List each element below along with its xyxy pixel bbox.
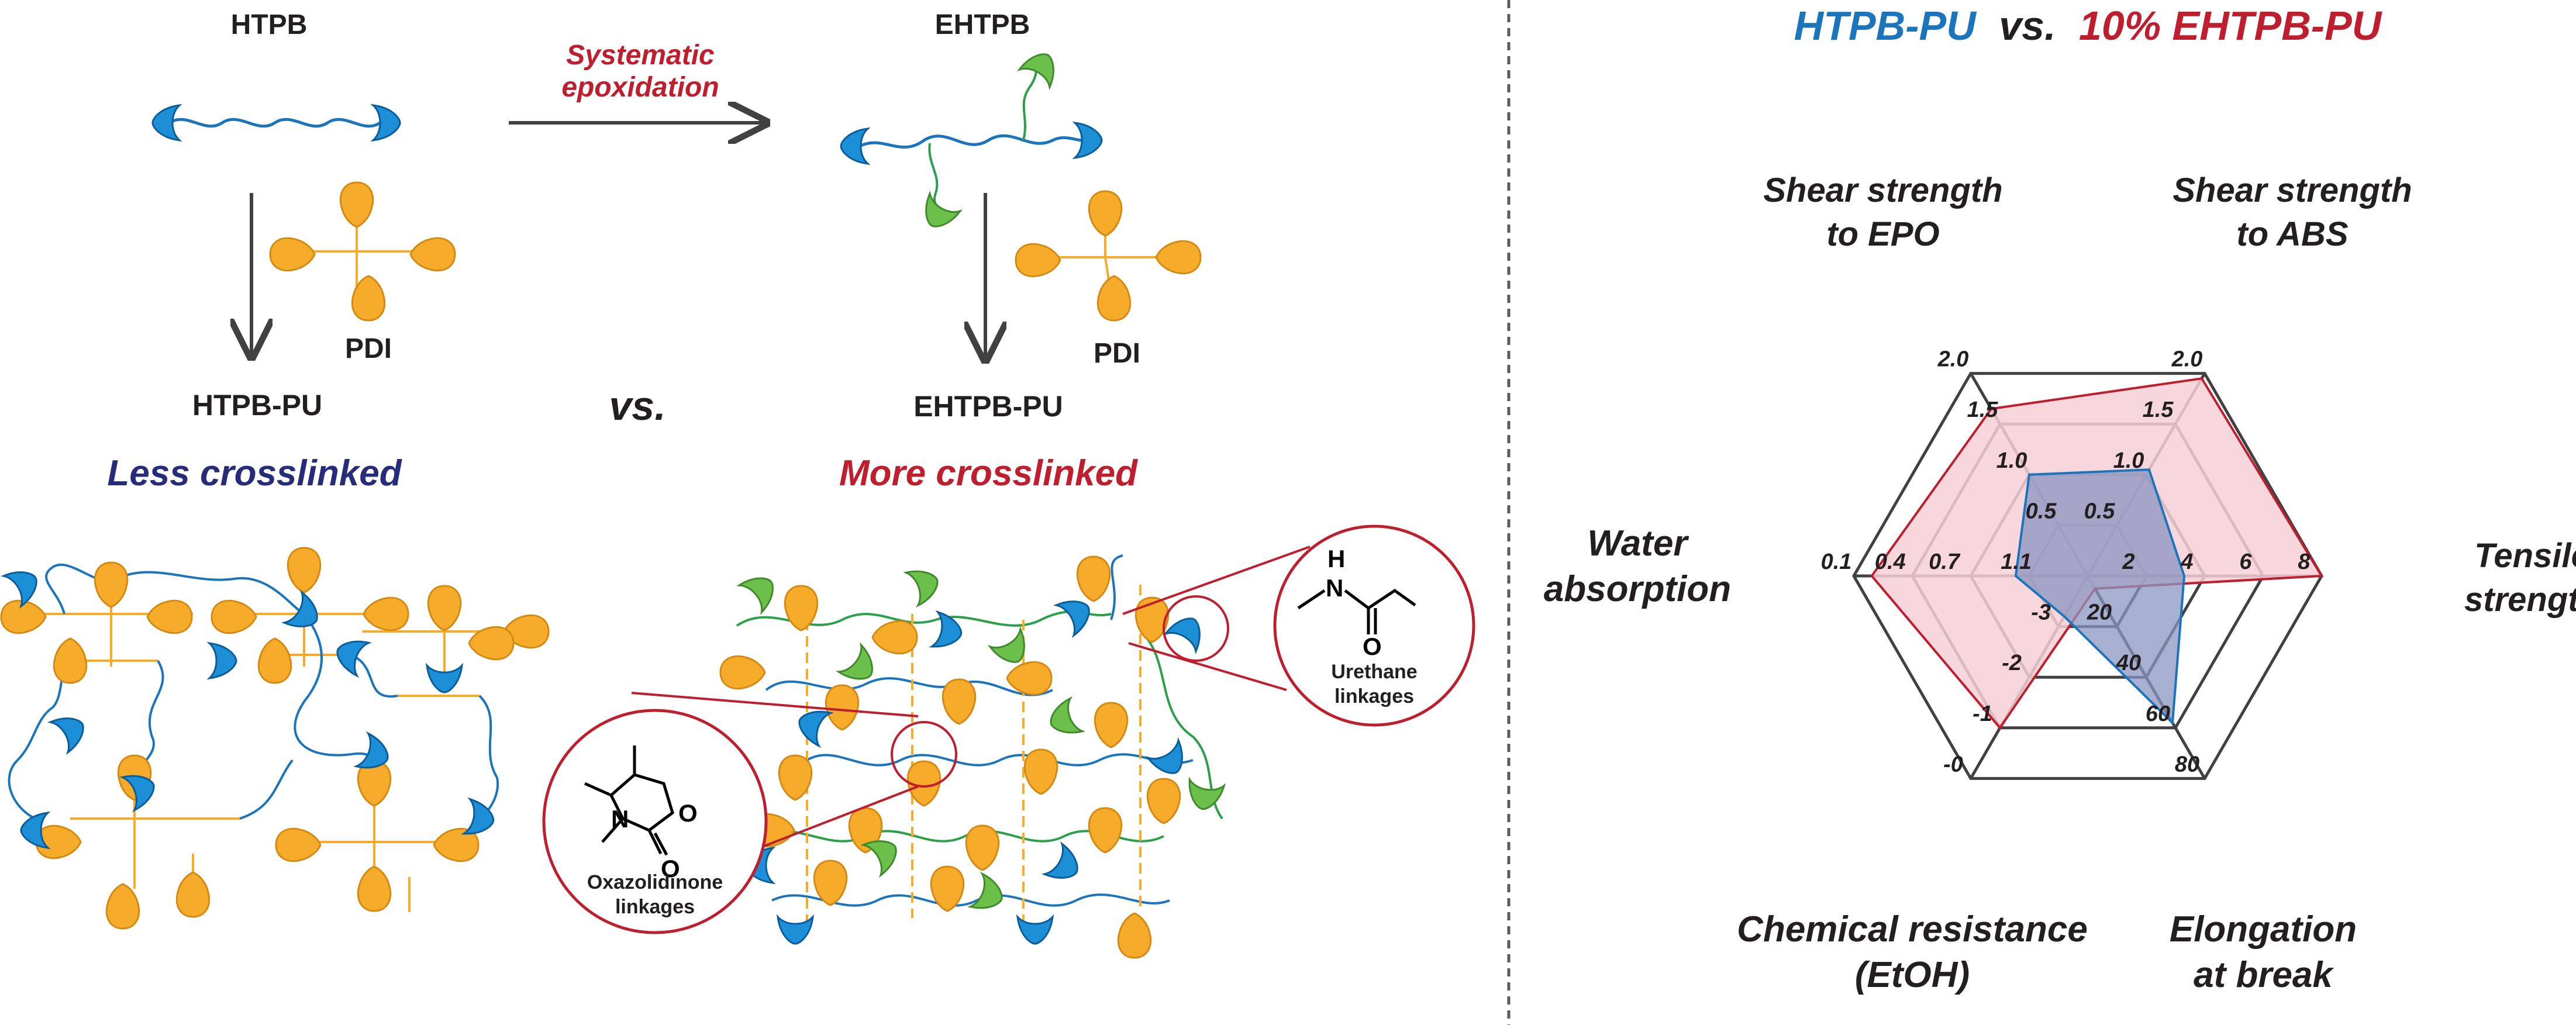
atom-urethane-n: N [1326,574,1343,602]
tick-label: 0.7 [1929,550,1961,574]
pdi-molecule-right [1015,190,1202,322]
htpb-molecule [151,104,401,142]
left-panel: HTPB EHTPB Systematic epoxidation [0,9,1475,959]
tick-label: 4 [2180,550,2193,574]
tick-label: 1.1 [2001,550,2032,574]
ehtpb-label: EHTPB [935,9,1030,40]
axis-label-shear-abs-2: to ABS [2236,215,2348,253]
urethane-zoom: N H O Urethane linkages [1122,524,1475,727]
radar-tick-labels: 1.0 1.5 2.0 0.5 2 4 6 8 20 40 60 80 -3 -2 -1 -0 1.1 0.7 0.… [1821,347,2311,777]
axis-label-tensile-1: Tensile [2474,537,2576,575]
more-crosslinked-label: More crosslinked [839,453,1138,493]
tick-label: 8 [2298,550,2311,574]
atom-n: N [611,805,629,833]
tick-label: 20 [2087,600,2112,625]
tick-label: 40 [2116,651,2141,675]
axis-label-shear-epo-2: to EPO [1826,215,1939,253]
tick-label: -0 [1943,752,1963,776]
urethane-label-line1: Urethane [1331,661,1417,683]
atom-o-ring: O [678,799,698,827]
epoxidation-label-line2: epoxidation [561,72,719,103]
oxazolidinone-label-line1: Oxazolidinone [587,871,723,893]
chart-title-series2: 10% EHTPB-PU [2079,3,2382,49]
tick-label: -3 [2031,600,2051,625]
radar-series [1870,377,2324,730]
tick-label: 0.5 [2084,499,2116,523]
chart-title: HTPB-PU vs. 10% EHTPB-PU [1794,3,2382,49]
more-crosslinked-network [719,554,1225,959]
axis-label-tensile-2: strength [2464,581,2576,619]
axis-label-elongation-1: Elongation [2170,909,2357,950]
axis-label-chemical-2: (EtOH) [1855,955,1970,995]
oxazolidinone-label-line2: linkages [615,896,695,918]
tick-label: 6 [2239,550,2252,574]
urethane-label-line2: linkages [1334,685,1414,708]
htpb-label: HTPB [231,9,308,40]
pdi-molecule-left [269,181,456,322]
pdi-label-left: PDI [345,333,392,364]
tick-label: 0.4 [1875,550,1906,574]
tick-label: 1.5 [2143,398,2174,422]
tick-label: 2 [2122,550,2134,574]
tick-label: 80 [2175,752,2199,776]
axis-label-chemical-1: Chemical resistance [1737,909,2088,950]
axis-label-shear-abs-1: Shear strength [2172,171,2412,209]
less-crosslinked-network [0,547,550,930]
radar-chart: HTPB-PU vs. 10% EHTPB-PU 1.0 1.5 2.0 0.5 2 4 6… [1544,3,2576,995]
tick-label: 60 [2146,702,2170,726]
tick-label: 1.0 [1996,448,2027,473]
axis-label-shear-epo-1: Shear strength [1763,171,2002,209]
axis-label-water-1: Water [1587,523,1689,564]
oxazolidinone-zoom: O O N Oxazolidinone linkages [542,692,957,934]
axis-label-elongation-2: at break [2194,955,2334,995]
htpb-pu-label: HTPB-PU [192,389,322,422]
axis-label-water-2: absorption [1544,569,1731,609]
tick-label: 0.5 [2026,499,2057,523]
tick-label: 2.0 [2171,347,2203,372]
chart-title-vs: vs. [1999,3,2056,49]
tick-label: 0.1 [1821,550,1852,574]
atom-o-carbonyl: O [661,855,680,882]
tick-label: -1 [1972,702,1992,726]
less-crosslinked-label: Less crosslinked [107,453,402,493]
tick-label: 2.0 [1937,347,1969,372]
atom-urethane-o: O [1363,633,1382,660]
series-htpb-pu [2014,468,2186,726]
epoxidation-label-line1: Systematic [566,40,714,71]
ehtpb-pu-label: EHTPB-PU [913,390,1063,423]
pdi-label-right: PDI [1094,338,1140,369]
tick-label: 1.0 [2113,448,2144,473]
vs-label: vs. [609,383,665,429]
tick-label: 1.5 [1967,398,1999,422]
atom-urethane-h: H [1327,545,1345,572]
tick-label: -2 [2002,651,2022,675]
ehtpb-molecule [840,45,1103,236]
chart-title-series1: HTPB-PU [1794,3,1977,49]
